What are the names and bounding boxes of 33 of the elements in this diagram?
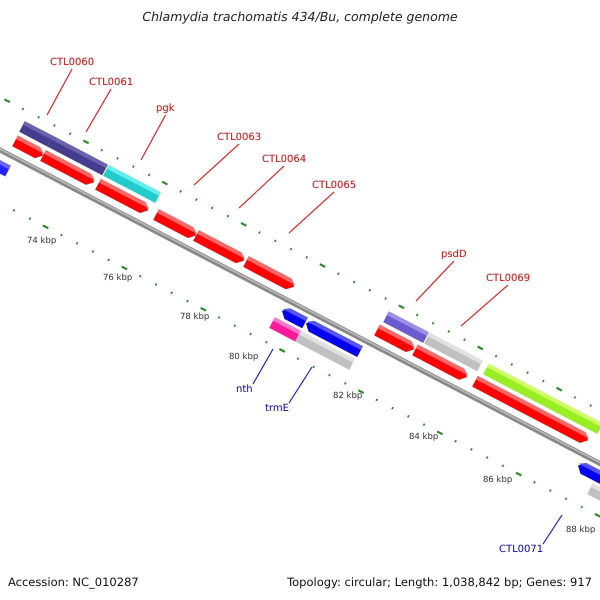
scale-label: 86 kbp [483,475,512,485]
leader-line [542,514,562,544]
genome-info-text: Topology: circular; Length: 1,038,842 bp; Genes: 917 [287,575,592,589]
gene-label: nth [236,384,253,396]
gene-label: CTL0064 [262,154,306,166]
gene-label: trmE [265,403,289,415]
leader-line [86,88,112,132]
gene-label: CTL0061 [89,77,134,89]
gene-label: CTL0071 [499,544,544,556]
scale-label: 82 kbp [333,391,362,401]
leader-line [194,144,240,186]
leader-line [288,366,312,404]
scale-label: 84 kbp [409,432,438,442]
leader-line [416,260,454,302]
leader-line [460,284,508,326]
genome-title: Chlamydia trachomatis 434/Bu, complete genome [141,9,459,24]
scale-label: 74 kbp [27,236,56,246]
leader-line [46,68,72,116]
gene-label: pgk [156,103,174,115]
scale-label: 88 kbp [566,525,596,535]
scale-label: 76 kbp [103,273,132,283]
leader-line [288,192,334,234]
gene-label: CTL0063 [217,132,262,144]
scale-label: 78 kbp [180,312,210,322]
accession-text: Accession: NC_010287 [8,575,139,589]
gene-label: CTL0065 [312,180,356,192]
gene-label: CTL0060 [50,57,94,69]
gene-label: psdD [441,249,467,261]
gene-label: CTL0069 [486,273,530,285]
leader-line [238,166,284,208]
leader-line [252,348,274,384]
leader-line [140,114,166,160]
scale-label: 80 kbp [229,352,258,362]
